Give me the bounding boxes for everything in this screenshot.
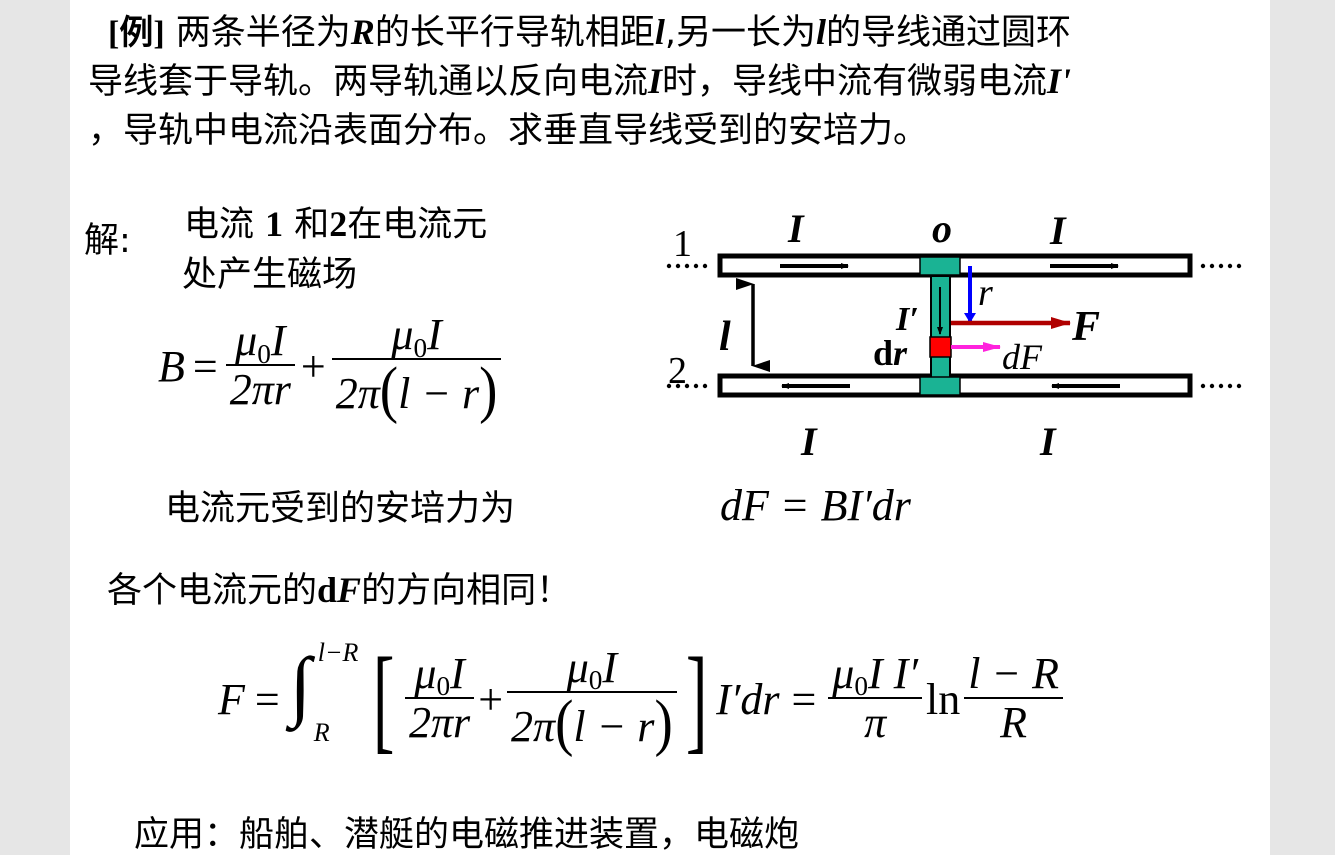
current-label-bottom-left: I [800,419,818,464]
slide-page: [例] 两条半径为R的长平行导轨相距l,另一长为l的导线通过圆环 导线套于导轨。… [70,0,1270,855]
separation-label: l [719,314,731,360]
solution-intro-line-1: 电流 1 和2在电流元 [184,204,488,245]
total-force-formula: F = ∫ l−R R [ μ0I 2πr + μ0I 2π(l − r) ] … [218,638,1063,758]
dr-label: dr [873,333,908,373]
force-label: F [1071,304,1100,350]
origin-label: o [932,206,952,251]
problem-line-2: 导线套于导轨。两导轨通以反向电流I时，导线中流有微弱电流I' [88,61,1072,102]
rail-label-2: 2 [668,350,687,392]
rod-ring-bottom [919,376,961,396]
current-element [929,336,952,358]
fraction-term-1: μ0I 2πr [225,317,295,415]
problem-line-1: [例] 两条半径为R的长平行导轨相距l,另一长为l的导线通过圆环 [108,12,1072,53]
current-label-bottom-right: I [1039,419,1057,464]
rod-current-label: I′ [895,301,919,338]
rail-diagram: 1 2 I o I I I l I′ dr r F dF [666,206,1242,464]
force-description: 电流元受到的安培力为 [165,489,516,529]
fraction-term-2: μ0I 2π(l − r) [331,311,502,424]
rod-ring-top [919,256,961,276]
current-label-top-right: I [1049,208,1067,253]
integral-sign: ∫ l−R R [289,638,359,747]
solution-intro-line-2: 处产生磁场 [182,255,358,295]
element-force-label: dF [1002,337,1043,377]
rail-label-1: 1 [673,223,692,265]
problem-line-3: ，导轨中电流沿表面分布。求垂直导线受到的安培力。 [88,111,929,151]
element-force-formula: dF = BI′dr [720,481,911,530]
dotted-extensions [666,263,1242,389]
magnetic-field-formula: B = μ0I 2πr + μ0I 2π(l − r) [158,311,502,424]
current-label-top-left: I [787,206,805,251]
example-tag: [例] [108,15,165,52]
same-direction-note: 各个电流元的dF的方向相同！ [107,570,572,611]
application-note: 应用：船舶、潜艇的电磁推进装置，电磁炮 [134,815,800,855]
r-label: r [978,272,993,314]
solution-label: 解: [84,221,131,261]
